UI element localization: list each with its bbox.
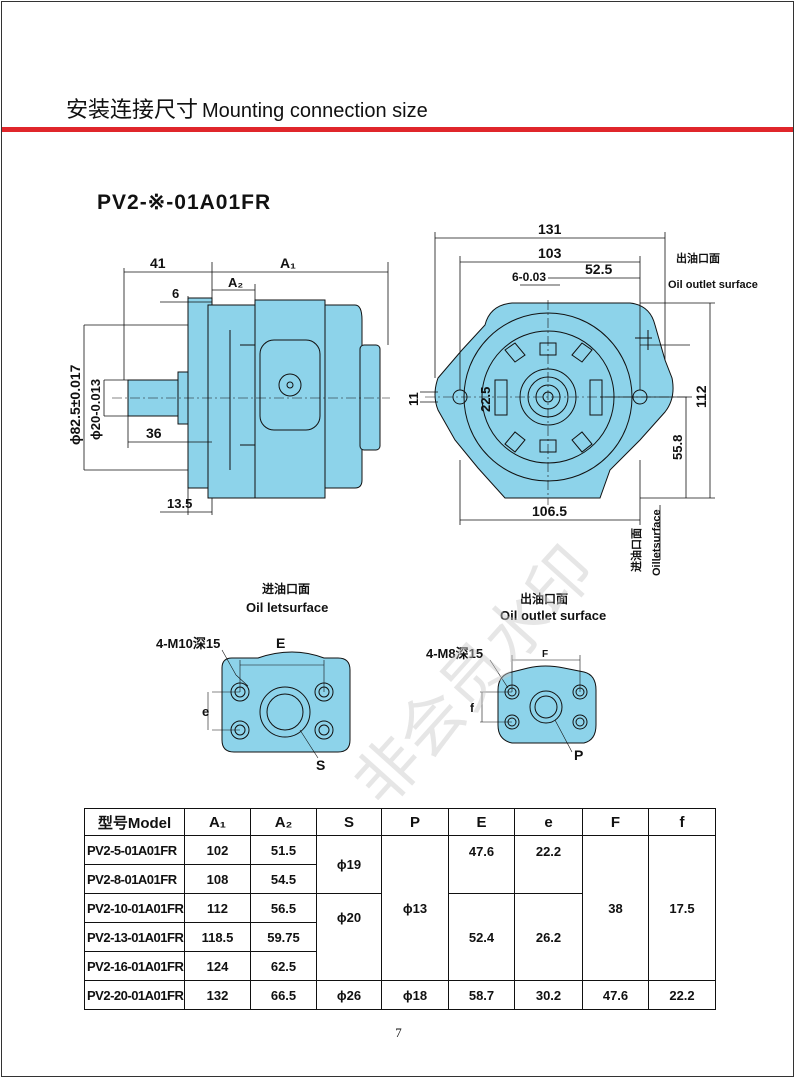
cell-a1: 124 [184,951,251,981]
technical-drawing: 41 A₁ A₂ 6 ϕ82.5±0.017 ϕ20-0.013 36 13.5… [67,221,758,800]
front-view-pump [425,300,690,505]
cell-p: ϕ18 [381,980,449,1010]
cell-a1: 108 [184,864,251,894]
cell-model: PV2-10-01A01FR [84,893,185,923]
dim-6-label: 6 [172,286,179,301]
inlet-small-e-label: e [202,704,209,719]
cell-e: 58.7 [448,980,515,1010]
outlet-label-en: Oil outlet surface [668,279,758,291]
cell-model: PV2-5-01A01FR [84,835,185,865]
col-s: S [316,808,382,836]
cell-p-group: ϕ13 [381,835,449,981]
side-view-dimensions [83,262,389,515]
cell-a1: 118.5 [184,922,251,952]
outlet-bolt-label: 4-M8深15 [426,646,483,661]
cell-small-f: 22.2 [648,980,716,1010]
cell-f: 47.6 [582,980,649,1010]
dim-82-5-label: ϕ82.5±0.017 [67,364,83,445]
cell-a2: 51.5 [250,835,317,865]
dim-13-5-label: 13.5 [167,496,192,511]
cell-e-group2: 52.4 [448,893,515,981]
col-e: E [448,808,515,836]
dim-36-label: 36 [146,425,162,441]
col-model: 型号Model [84,808,185,836]
dim-55-8-label: 55.8 [670,435,685,460]
dim-52-5-label: 52.5 [585,261,612,277]
cell-model: PV2-16-01A01FR [84,951,185,981]
cell-model: PV2-8-01A01FR [84,864,185,894]
cell-a1: 102 [184,835,251,865]
inlet-label-cn: 进油口面 [629,528,643,572]
cell-ff-group: 17.5 [648,835,716,981]
inlet-label-en: Oilletsurface [651,509,663,576]
watermark-text: 非会员水印 [340,533,609,800]
dim-131-label: 131 [538,221,562,237]
outlet-label-cn: 出油口面 [676,251,720,265]
table-row: PV2-8-01A01FR 108 54.5 [84,864,716,894]
inlet-flange [207,649,351,759]
table-row: PV2-13-01A01FR 118.5 59.75 [84,922,716,952]
cell-model: PV2-20-01A01FR [84,980,185,1010]
inlet-flange-title-cn: 进油口面 [262,581,310,596]
outlet-f-label: F [542,649,548,660]
inlet-bolt-label: 4-M10深15 [156,636,220,651]
col-a2: A₂ [250,808,317,836]
page-number: 7 [395,1025,402,1040]
cell-a2: 59.75 [250,922,317,952]
cell-a2: 54.5 [250,864,317,894]
table-header-row: 型号Model A₁ A₂ S P E e F f [84,808,716,836]
cell-a1: 112 [184,893,251,923]
col-p: P [381,808,449,836]
cell-small-e: 30.2 [514,980,583,1010]
table-row: PV2-10-01A01FR 112 56.5 ϕ20 52.4 26.2 [84,893,716,981]
col-small-e: e [514,808,583,836]
outlet-flange-title-en: Oil outlet surface [500,608,606,623]
dim-a2-label: A₂ [228,275,243,290]
dim-41-label: 41 [150,255,166,271]
col-small-f: f [648,808,716,836]
cell-ee-group1: 22.2 [514,835,583,894]
outlet-small-f-label: f [470,701,475,715]
header-red-rule [2,127,793,132]
table-row: PV2-5-01A01FR 102 51.5 ϕ19 ϕ13 47.6 22.2… [84,835,716,981]
dim-20-label: ϕ20-0.013 [88,379,103,440]
cell-f-group: 38 [582,835,649,981]
dim-6-tol-label: 6-0.03 [512,270,546,284]
dim-a1-label: A₁ [280,255,296,271]
inlet-flange-title-en: Oil letsurface [246,600,328,615]
section-title-en: Mounting connection size [202,100,428,122]
table-row: PV2-20-01A01FR 132 66.5 ϕ26 ϕ18 58.7 30.… [84,980,716,1010]
cell-a2: 56.5 [250,893,317,923]
table-row: PV2-16-01A01FR 124 62.5 [84,951,716,981]
dim-22-5-label: 22.5 [478,387,493,412]
outlet-flange-title-cn: 出油口面 [520,591,568,606]
dim-103-label: 103 [538,245,562,261]
cell-model: PV2-13-01A01FR [84,922,185,952]
cell-a1: 132 [184,980,251,1010]
cell-e-group1: 47.6 [448,835,515,894]
dim-11-label: 11 [406,392,421,406]
front-view-dimensions [420,232,715,560]
dim-112-label: 112 [693,385,709,408]
model-title: PV2-※-01A01FR [97,191,272,214]
inlet-s-label: S [316,757,325,773]
cell-ee-group2: 26.2 [514,893,583,981]
cell-s: ϕ26 [316,980,382,1010]
spec-table: 型号Model A₁ A₂ S P E e F f PV2-5-01A01FR … [84,808,716,1010]
outlet-flange [480,655,597,753]
dim-106-5-label: 106.5 [532,503,567,519]
col-f: F [582,808,649,836]
outlet-p-label: P [574,747,583,763]
cell-s-group1: ϕ19 [316,835,382,894]
side-view-pump [112,297,390,499]
inlet-e-label: E [276,635,285,651]
section-title-cn: 安装连接尺寸 [66,98,199,123]
col-a1: A₁ [184,808,251,836]
cell-a2: 66.5 [250,980,317,1010]
cell-a2: 62.5 [250,951,317,981]
cell-s-group2: ϕ20 [316,893,382,981]
